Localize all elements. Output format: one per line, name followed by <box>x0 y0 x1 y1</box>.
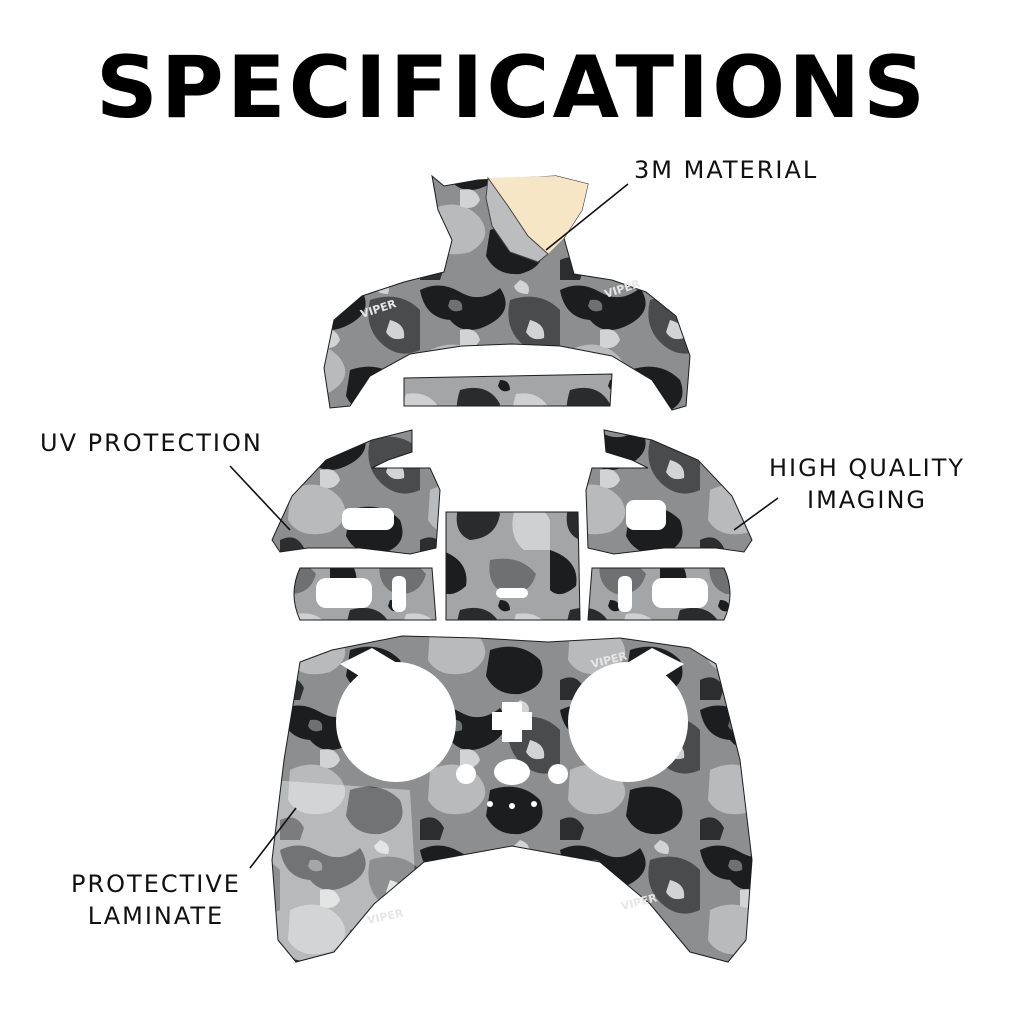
touchpad-skin <box>445 511 581 621</box>
callout-uv-protection-text: UV PROTECTION <box>40 429 263 457</box>
leader-line-laminate <box>249 807 297 869</box>
peeled-corner <box>485 176 549 263</box>
callout-protective-laminate: PROTECTIVE LAMINATE <box>50 868 262 932</box>
front-panel-skin <box>271 635 753 963</box>
callout-3m-material: 3M MATERIAL <box>634 154 818 186</box>
callout-imaging-line2: IMAGING <box>806 486 927 514</box>
side-strip-skins <box>293 567 731 621</box>
bar-strip-skin <box>403 373 613 407</box>
callout-imaging-line1: HIGH QUALITY <box>768 454 966 482</box>
leader-line-3m <box>545 183 629 251</box>
brand-mark-4: VIPER <box>366 906 405 926</box>
leader-line-uv <box>229 465 291 531</box>
page-title: SPECIFICATIONS <box>95 38 929 138</box>
left-stick-cutout <box>336 662 456 782</box>
callout-laminate-line2: LAMINATE <box>87 902 225 930</box>
bumper-panel-skin <box>271 429 753 621</box>
brand-mark-5: VIPER <box>620 891 659 913</box>
callout-laminate-line1: PROTECTIVE <box>71 870 241 898</box>
center-cross-cutout <box>492 702 532 742</box>
callout-high-quality-imaging: HIGH QUALITY IMAGING <box>752 452 982 516</box>
right-stick-cutout <box>568 662 688 782</box>
callout-uv-protection: UV PROTECTION <box>40 427 263 459</box>
callout-3m-material-text: 3M MATERIAL <box>634 156 819 184</box>
top-panel-skin <box>323 174 691 411</box>
leader-line-imaging <box>733 497 779 531</box>
laminate-sheen <box>272 780 420 960</box>
backing-paper <box>488 176 588 254</box>
